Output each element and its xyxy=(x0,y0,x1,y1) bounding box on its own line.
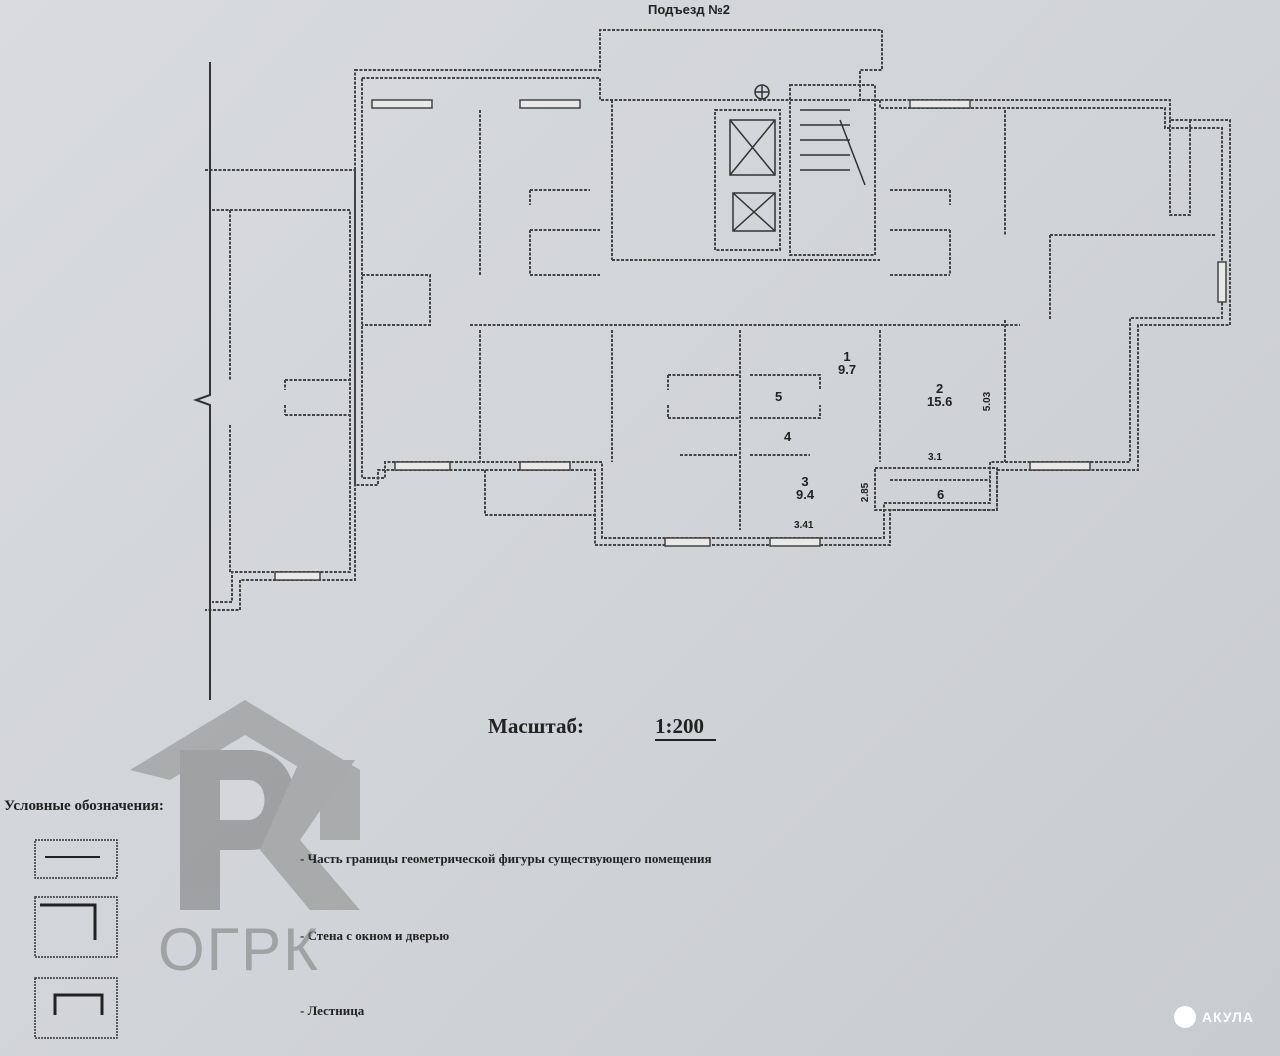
ogrk-watermark-text: ОГРК xyxy=(158,916,321,983)
dimension-label: 2.85 xyxy=(860,482,872,503)
room-area: 9.7 xyxy=(838,362,857,377)
dimension-label: 3.41 xyxy=(794,520,814,531)
akula-watermark: АКУЛА xyxy=(1173,1006,1254,1028)
scale-label: Масштаб: xyxy=(488,714,584,738)
legend-title: Условные обозначения: xyxy=(4,798,164,814)
akula-logo-icon xyxy=(1173,1006,1196,1028)
left-wing-wall xyxy=(205,169,356,611)
scale-value: 1:200 xyxy=(655,714,716,741)
dimension-label: 3.1 xyxy=(928,452,942,463)
legend-item-stairs: - Лестница xyxy=(300,1003,365,1018)
room-5: 5 xyxy=(775,389,783,404)
room-number: 3 xyxy=(801,474,809,489)
outer-wall-inner xyxy=(361,77,1223,539)
legend-item-boundary: - Часть границы геометрической фигуры су… xyxy=(300,851,712,866)
ogrk-watermark-logo xyxy=(130,700,360,910)
room-4: 4 xyxy=(784,429,792,444)
room-number: 1 xyxy=(843,349,851,364)
interior-walls xyxy=(479,100,1006,530)
room-area: 9.4 xyxy=(796,487,815,502)
dimension-label: 5.03 xyxy=(982,391,994,412)
legend-item-wall-window-door: - Стена с окном и дверью xyxy=(300,928,450,943)
room-number: 2 xyxy=(936,381,944,396)
room-6: 6 xyxy=(937,487,945,502)
akula-text: АКУЛА xyxy=(1201,1009,1254,1025)
room-area: 15.6 xyxy=(927,394,953,409)
entrance-label: Подъезд №2 xyxy=(648,2,730,17)
